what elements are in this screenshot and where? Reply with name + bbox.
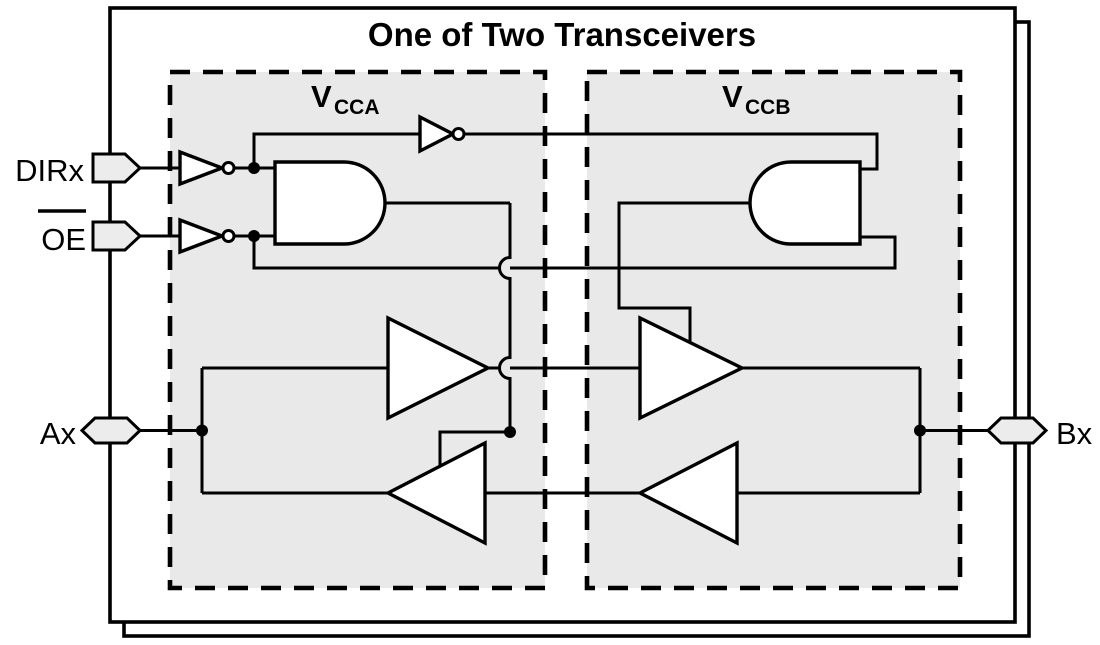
- wire-and-b-output-enable: [617, 201, 750, 343]
- bx-port-icon: [985, 416, 1049, 445]
- bx-port-label: Bx: [1056, 416, 1093, 451]
- wire-oe-rail-left: [252, 236, 500, 270]
- pin-labels: DIRx OE Ax Bx: [15, 153, 1093, 451]
- wire-dir-branch-up: [252, 132, 420, 168]
- junction-ax: [196, 424, 208, 437]
- pins: [79, 152, 1049, 445]
- buffer-b-stage1: [636, 440, 739, 546]
- vccb-label-main: V: [722, 79, 743, 114]
- vcca-label-main: V: [311, 79, 332, 114]
- wire-top-rail-to-and-b: [464, 132, 879, 171]
- top-inverter-gate: [418, 114, 457, 154]
- dir-inverter-gate: [178, 149, 227, 187]
- oe-inverter-bubble-icon: [221, 229, 236, 243]
- vccb-region-label: V CCB: [722, 79, 791, 119]
- vcca-label-sub: CCA: [334, 96, 380, 119]
- junction-bx: [914, 424, 926, 437]
- vcca-region: [167, 69, 548, 591]
- wire-oe-rail-right: [510, 235, 897, 270]
- and-gate-b: [748, 160, 862, 246]
- oe-inverter-gate: [178, 217, 227, 255]
- junction-oe: [248, 230, 260, 242]
- diagram-title: One of Two Transceivers: [368, 16, 756, 53]
- vcca-region-label: V CCA: [311, 79, 380, 119]
- junction-enable-a: [504, 426, 516, 438]
- and-gate-a: [273, 160, 387, 246]
- oe-pin-label: OE: [41, 222, 86, 257]
- oe-pin-icon: [91, 220, 143, 252]
- dir-pin-label: DIRx: [15, 153, 84, 188]
- ax-port-label: Ax: [40, 416, 77, 451]
- buffer-b-output-driver: [638, 315, 746, 421]
- top-inverter-bubble-icon: [451, 127, 466, 141]
- logic-gates: [178, 114, 862, 546]
- dir-pin-icon: [91, 152, 143, 184]
- vccb-label-sub: CCB: [745, 96, 791, 119]
- buffer-a-output-driver: [384, 440, 487, 546]
- ax-port-icon: [79, 416, 143, 445]
- junction-dir: [248, 162, 260, 174]
- wire-enable-a-to-buffer: [438, 430, 510, 466]
- buffer-a-stage1: [386, 315, 492, 421]
- dir-inverter-bubble-icon: [221, 161, 236, 175]
- junction-dots: [196, 162, 926, 438]
- wire-enable-a-vertical-with-hops: [498, 203, 512, 432]
